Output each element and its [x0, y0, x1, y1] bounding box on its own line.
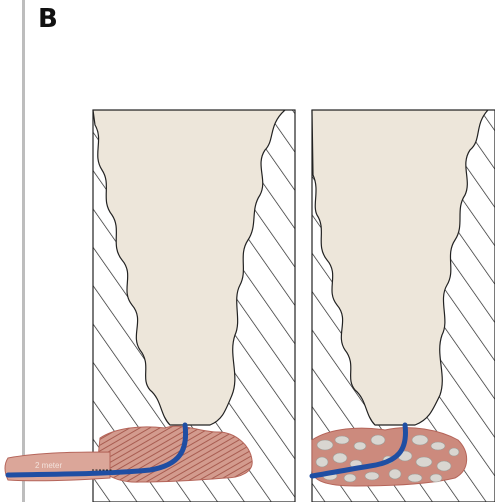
left-rock-column: 2 meter — [5, 110, 295, 502]
scale-label: 2 meter — [35, 461, 62, 470]
right-rock-column — [312, 110, 495, 502]
